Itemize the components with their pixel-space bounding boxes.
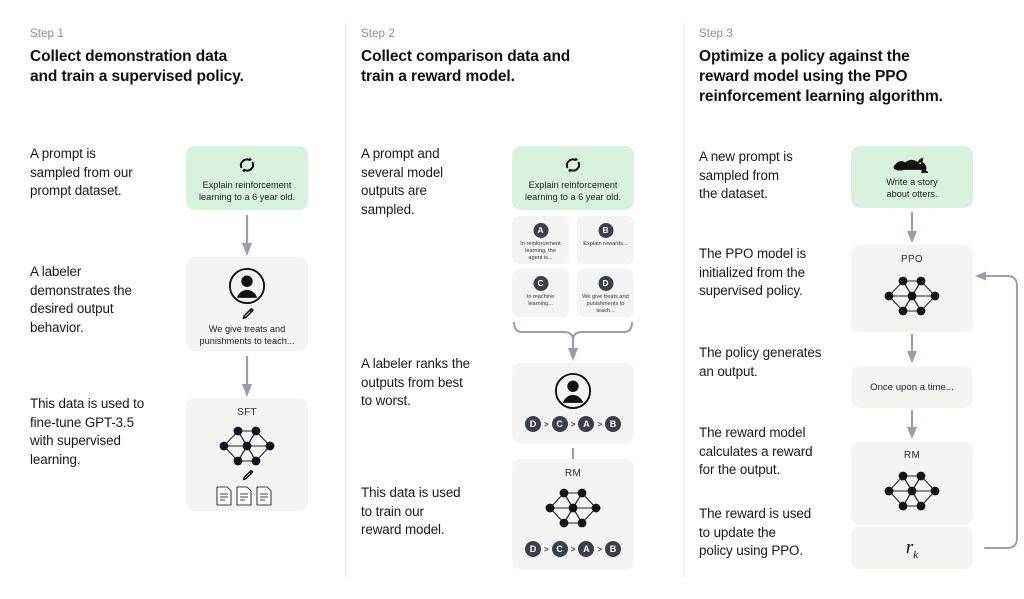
rank-gt-3: > (597, 544, 602, 554)
reward-symbol: rk (851, 537, 973, 561)
column-step-2: Step 2 Collect comparison data and train… (345, 0, 683, 599)
merge-brace-arrow (512, 320, 636, 362)
rank-gt-1: > (543, 419, 549, 429)
step-3-caption-1: A new prompt is sampled from the dataset… (699, 149, 793, 202)
step-3-caption-4: The reward model calculates a reward for… (699, 425, 813, 478)
arrow-down-step3-2 (905, 334, 919, 364)
rank-chip-2: C (551, 416, 568, 432)
ranking-chips-rm: D > C > A > B (512, 541, 634, 557)
reward-panel[interactable]: rk (851, 527, 973, 569)
arrow-down-step1-2 (240, 356, 254, 398)
ranking-chips: D > C > A > B (512, 416, 634, 432)
prompt-panel-step2[interactable]: Explain reinforcement learning to a 6 ye… (512, 146, 634, 210)
rank-chip-3: A (578, 416, 595, 432)
rm-panel-step2-title: RM (564, 468, 582, 479)
rm-panel-step3-title: RM (903, 450, 921, 461)
output-card-b-text: Explain rewards... (583, 241, 628, 247)
output-card-d[interactable]: D We give treats and punishments to teac… (577, 269, 634, 317)
step-3-caption-3: The policy generates an output. (699, 345, 822, 379)
output-card-a-text: In reinforcement learning, the agent is.… (520, 241, 561, 262)
rank-chip-4: B (605, 416, 621, 432)
otter-icon (890, 153, 934, 175)
output-card-d-badge: D (598, 276, 613, 291)
pencil-icon (240, 468, 255, 483)
rank-chip-3: A (578, 541, 595, 557)
ppo-panel-title: PPO (900, 254, 924, 265)
step-3-caption-5: The reward is used to update the policy … (699, 506, 812, 559)
output-panel-step3-text: Once upon a time... (870, 382, 954, 393)
neural-network-icon (216, 421, 278, 471)
output-card-a-badge: A (533, 223, 548, 238)
neural-network-icon (542, 483, 604, 533)
rank-gt-1: > (543, 544, 549, 554)
labeler-person-icon (554, 372, 592, 410)
output-card-c-badge: C (533, 276, 548, 291)
arrow-down-step1-1 (240, 215, 254, 257)
output-card-b-badge: B (598, 223, 613, 238)
labeler-person-icon (228, 267, 266, 305)
step-3-title: Optimize a policy against the reward mod… (699, 48, 943, 105)
step-2-title: Collect comparison data and train a rewa… (361, 48, 571, 85)
recycle-arrows-icon (563, 155, 583, 175)
output-card-a[interactable]: A In reinforcement learning, the agent i… (512, 216, 569, 264)
output-card-c[interactable]: C In machine learning... (512, 269, 569, 317)
rank-chip-1: D (524, 541, 541, 557)
neural-network-icon (881, 271, 943, 321)
step-3-label: Step 3 (699, 28, 733, 40)
rank-chip-4: B (605, 541, 621, 557)
sft-panel-title: SFT (237, 407, 257, 418)
arrow-down-step3-1 (905, 212, 919, 244)
step-2-caption-1: A prompt and several model outputs are s… (361, 146, 444, 217)
rm-panel-step2[interactable]: RM D (512, 459, 634, 570)
ranking-panel[interactable]: D > C > A > B (512, 363, 634, 443)
step-1-caption-1: A prompt is sampled from our prompt data… (30, 146, 133, 199)
feedback-loop-arrow (971, 270, 1024, 555)
column-divider-2 (683, 22, 684, 579)
rm-panel-step3[interactable]: RM (851, 442, 973, 525)
recycle-arrows-icon (237, 155, 257, 175)
prompt-panel-step1-text: Explain reinforcement learning to a 6 ye… (198, 180, 296, 203)
step-2-caption-2: A labeler ranks the outputs from best to… (361, 356, 471, 409)
output-card-d-text: We give treats and punishments to teach.… (582, 294, 629, 315)
reward-symbol-r: r (905, 537, 914, 558)
column-step-1: Step 1 Collect demonstration data and tr… (0, 0, 345, 599)
step-2-label: Step 2 (361, 28, 395, 40)
step-1-title: Collect demonstration data and train a s… (30, 48, 244, 85)
documents-icon (216, 486, 278, 506)
prompt-panel-step3-text: Write a story about otters. (886, 177, 938, 200)
step-1-label: Step 1 (30, 28, 64, 40)
output-panel-step3[interactable]: Once upon a time... (851, 366, 973, 408)
rank-gt-2: > (570, 419, 576, 429)
step-1-caption-2: A labeler demonstrates the desired outpu… (30, 264, 132, 335)
output-card-b[interactable]: B Explain rewards... (577, 216, 634, 264)
prompt-panel-step1[interactable]: Explain reinforcement learning to a 6 ye… (186, 146, 308, 210)
prompt-panel-step2-text: Explain reinforcement learning to a 6 ye… (524, 180, 622, 203)
labeler-panel-step1[interactable]: We give treats and punishments to teach.… (186, 257, 308, 351)
step-1-caption-3: This data is used to fine-tune GPT-3.5 w… (30, 396, 145, 467)
column-divider-1 (345, 22, 346, 579)
rank-chip-2: C (551, 541, 568, 557)
arrow-down-step3-3 (905, 410, 919, 440)
sft-panel[interactable]: SFT (186, 398, 308, 511)
step-3-caption-2: The PPO model is initialized from the su… (699, 246, 807, 299)
column-step-3: Step 3 Optimize a policy against the rew… (683, 0, 1024, 599)
rank-gt-2: > (570, 544, 576, 554)
step-2-caption-3: This data is used to train our reward mo… (361, 485, 461, 538)
output-card-c-text: In machine learning... (526, 294, 555, 308)
reward-symbol-k: k (913, 548, 919, 561)
prompt-panel-step3[interactable]: Write a story about otters. (851, 146, 973, 208)
pencil-icon (239, 306, 255, 322)
labeler-panel-step1-text: We give treats and punishments to teach.… (199, 324, 295, 347)
neural-network-icon (881, 466, 943, 516)
rank-chip-1: D (524, 416, 541, 432)
rank-gt-3: > (597, 419, 602, 429)
ppo-panel[interactable]: PPO (851, 245, 973, 332)
